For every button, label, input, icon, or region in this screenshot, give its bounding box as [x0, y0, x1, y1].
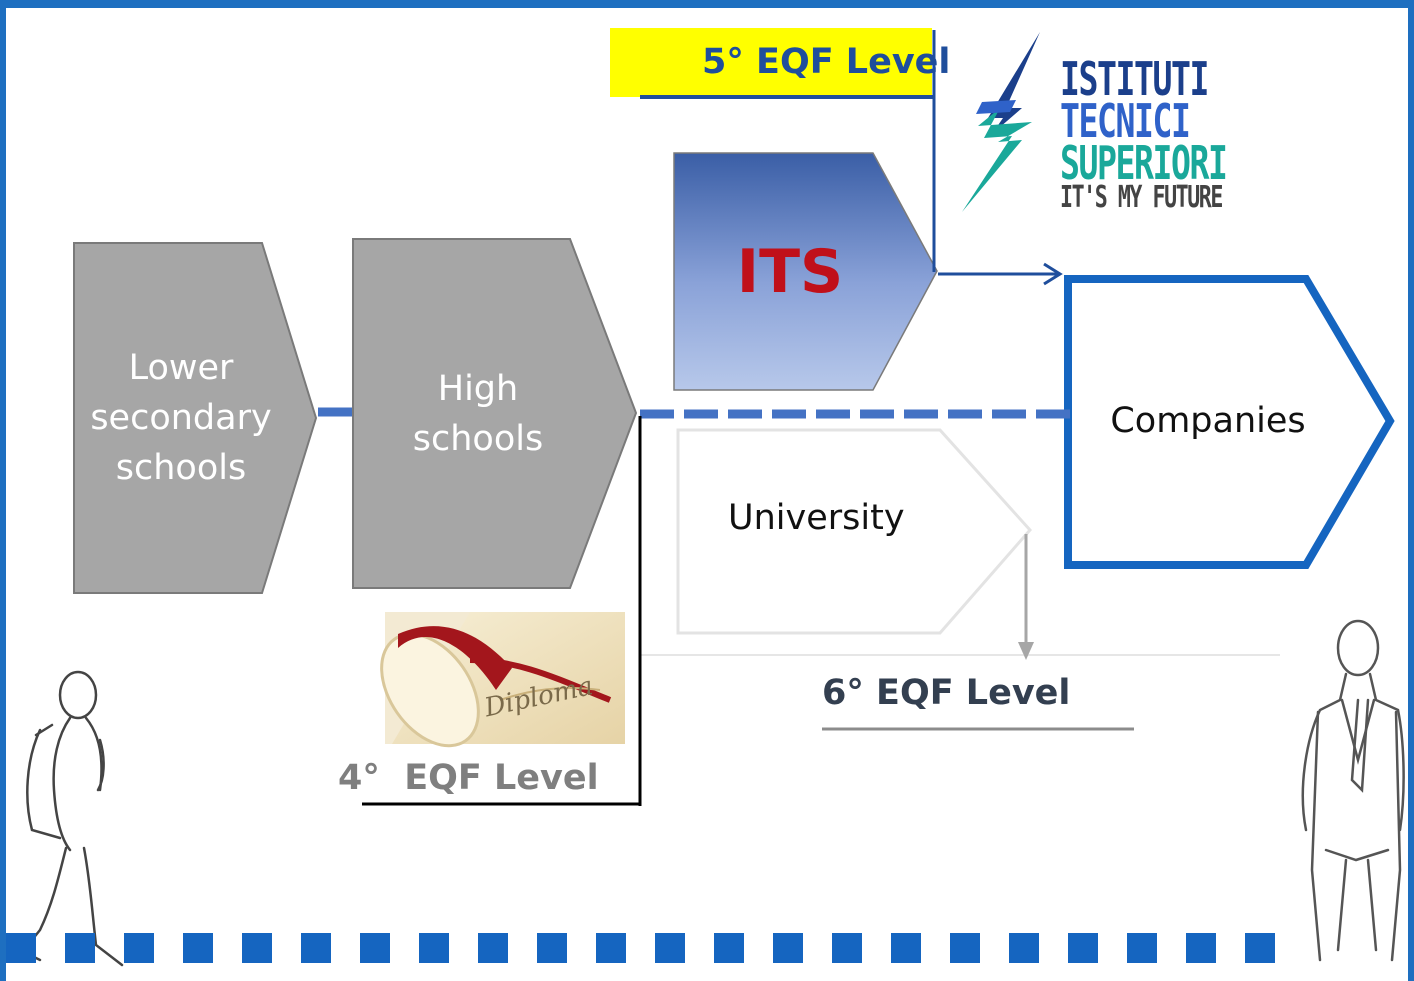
businessman-figure-icon	[1301, 619, 1405, 962]
logo-line-3: SUPERIORI	[1060, 136, 1228, 190]
companies-chevron	[1064, 275, 1395, 569]
eqf6-label: 6° EQF Level	[822, 673, 1071, 713]
university-label: University	[728, 498, 905, 538]
logo-line-1: ISTITUTI	[1060, 52, 1209, 106]
its-to-companies-arrowhead	[1043, 262, 1063, 286]
eqf5-highlight	[610, 28, 932, 97]
student-figure-icon	[18, 670, 124, 967]
its-logo-bolt-icon	[962, 32, 1040, 212]
lower-secondary-label: Lower secondary schools	[74, 243, 288, 593]
university-chevron	[676, 428, 1033, 635]
logo-line-4: IT'S MY FUTURE	[1060, 180, 1223, 215]
its-chevron	[673, 152, 938, 391]
eqf4-label: 4° EQF Level	[338, 758, 599, 798]
lower-secondary-line-1: Lower	[128, 348, 234, 388]
lower-secondary-line-2: secondary	[90, 398, 272, 438]
high-schools-label: High schools	[353, 239, 603, 589]
lower-secondary-line-3: schools	[115, 448, 247, 488]
eqf5-label: 5° EQF Level	[702, 42, 951, 82]
lower-secondary-chevron	[73, 242, 318, 594]
companies-label: Companies	[1110, 401, 1306, 441]
high-schools-line-1: High	[437, 369, 519, 409]
its-label: ITS	[736, 236, 844, 307]
university-to-eqf6-arrowhead	[1018, 642, 1034, 660]
diploma-scroll-icon	[380, 612, 625, 748]
logo-line-2: TECNICI	[1060, 94, 1191, 148]
high-schools-line-2: schools	[412, 419, 544, 459]
high-schools-chevron	[352, 238, 638, 589]
